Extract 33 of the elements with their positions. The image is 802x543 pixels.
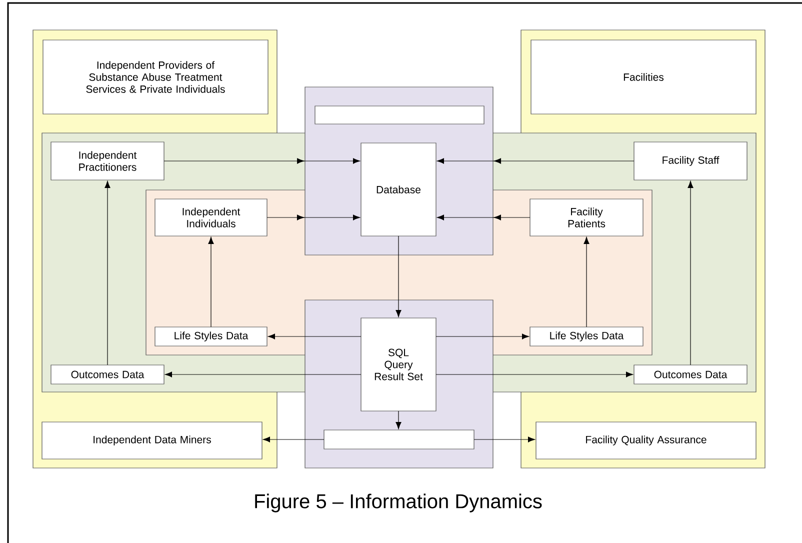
arrow [164, 372, 362, 378]
figure-caption: Figure 5 – Information Dynamics [255, 494, 542, 512]
arrow [164, 158, 360, 164]
arrow [262, 436, 324, 442]
process-box: Outcomes Data [634, 364, 748, 384]
arrow [436, 334, 530, 340]
arrow [268, 334, 362, 340]
arrow [474, 436, 536, 442]
process-box: Independent Practitioners [50, 142, 164, 180]
process-box: Life Styles Data [530, 326, 644, 346]
arrow [266, 214, 360, 220]
arrow [584, 236, 590, 328]
process-box: Independent Providers of Substance Abuse Treatment Services & Private Individuals [42, 40, 268, 114]
process-box: Outcomes Data [50, 364, 164, 384]
arrow [436, 158, 634, 164]
process-box: Life Styles Data [154, 326, 268, 346]
process-box: Facilities [530, 40, 756, 114]
arrow [396, 410, 402, 430]
process-box [324, 430, 474, 450]
process-box: Independent Individuals [154, 198, 268, 236]
process-box: Database [360, 142, 436, 236]
arrow [396, 236, 402, 318]
process-box: Independent Data Miners [42, 422, 262, 460]
arrow [436, 372, 634, 378]
arrow [688, 180, 694, 366]
process-box [314, 106, 484, 124]
process-box: Facility Quality Assurance [536, 422, 756, 460]
process-box: Facility Staff [634, 142, 748, 180]
process-box: SQL Query Result Set [360, 318, 436, 412]
arrow [104, 180, 110, 366]
process-box: Facility Patients [530, 198, 644, 236]
arrow [208, 236, 214, 328]
arrow [436, 214, 530, 220]
